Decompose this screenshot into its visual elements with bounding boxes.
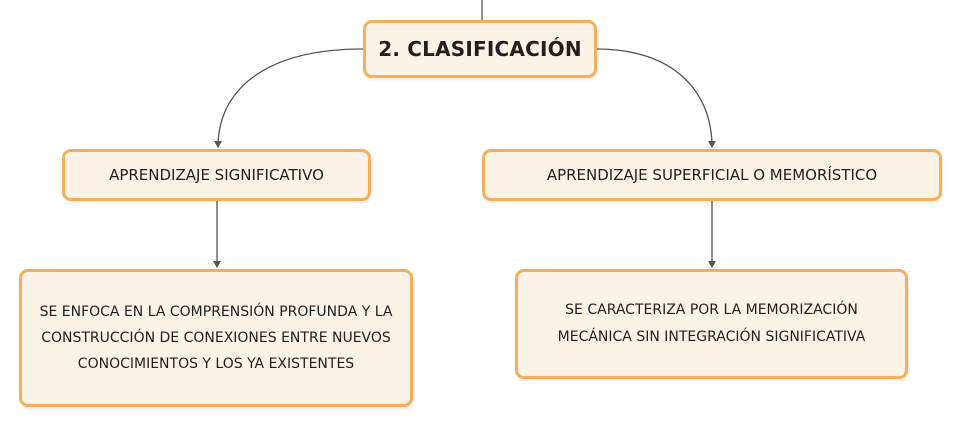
rote-learning-detail-text: SE CARACTERIZA POR LA MEMORIZACIÓN MECÁN… xyxy=(557,302,866,345)
meaningful-learning-detail-node[interactable]: SE ENFOCA EN LA COMPRENSIÓN PROFUNDA Y L… xyxy=(19,269,413,407)
meaningful-learning-node[interactable]: APRENDIZAJE SIGNIFICATIVO xyxy=(62,149,371,201)
rote-learning-detail-node[interactable]: SE CARACTERIZA POR LA MEMORIZACIÓN MECÁN… xyxy=(515,269,908,379)
rote-learning-node[interactable]: APRENDIZAJE SUPERFICIAL O MEMORÍSTICO xyxy=(482,149,942,201)
meaningful-learning-detail-text: SE ENFOCA EN LA COMPRENSIÓN PROFUNDA Y L… xyxy=(39,304,393,372)
root-to-right-connector xyxy=(596,48,716,148)
meaningful-learning-label: APRENDIZAJE SIGNIFICATIVO xyxy=(109,166,324,184)
root-to-left-connector xyxy=(214,48,364,148)
root-node[interactable]: 2. CLASIFICACIÓN xyxy=(363,20,597,78)
root-node-label: 2. CLASIFICACIÓN xyxy=(378,37,582,61)
rote-learning-label: APRENDIZAJE SUPERFICIAL O MEMORÍSTICO xyxy=(546,166,878,184)
